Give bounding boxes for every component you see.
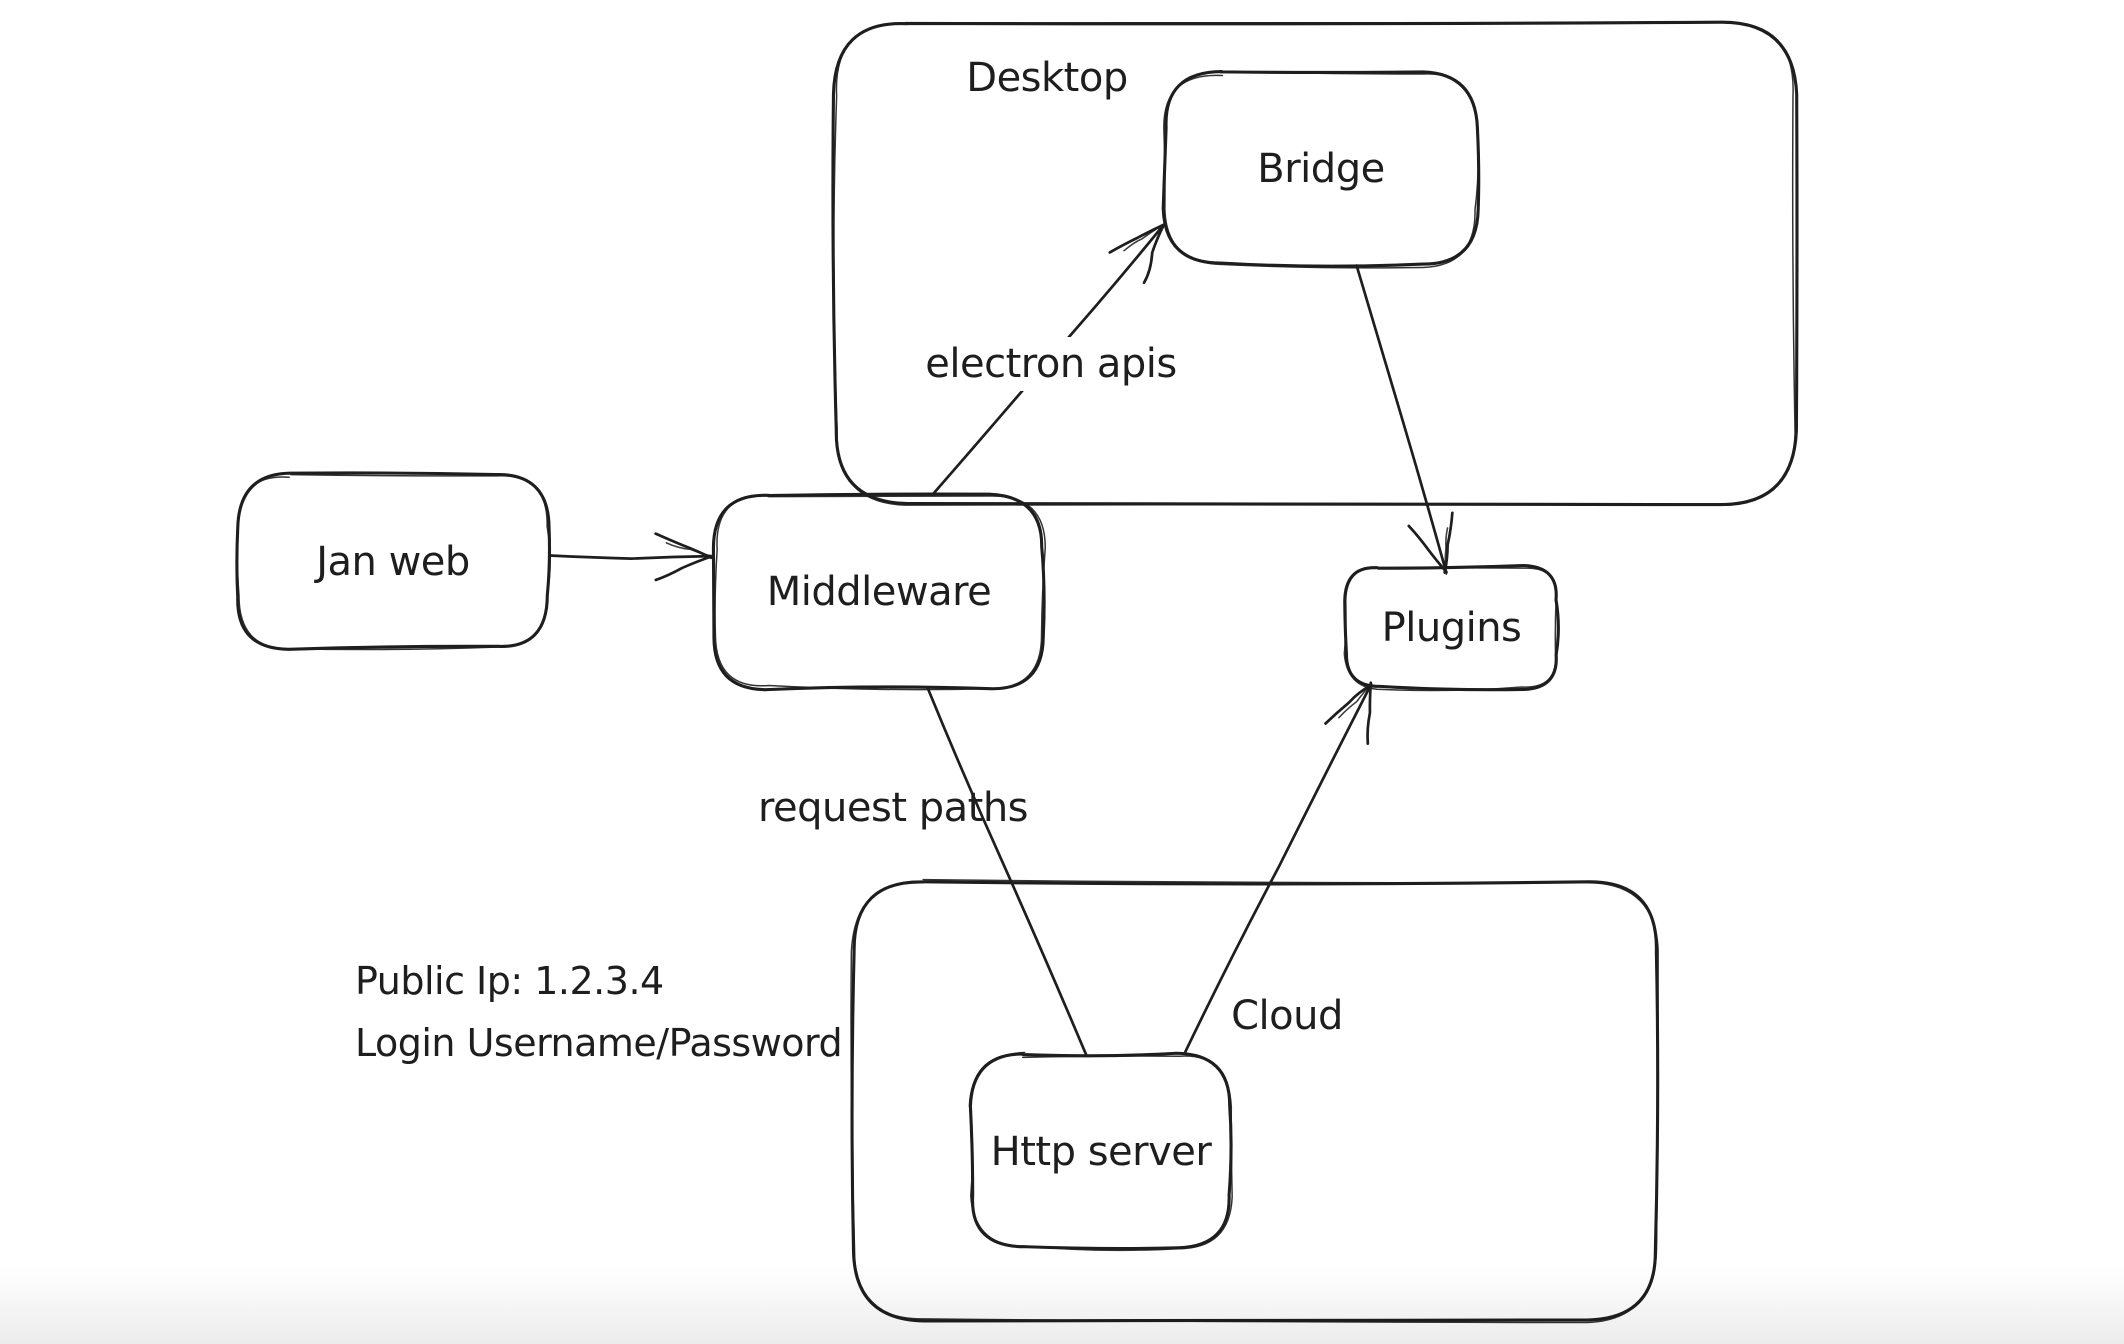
node-bridge[interactable]: Bridge — [1257, 146, 1385, 192]
edge-janweb-to-middleware-arrowhead — [654, 554, 714, 582]
edge-label-electron-apis: electron apis — [911, 337, 1191, 391]
container-cloud-label: Cloud — [1231, 993, 1343, 1039]
edge-httpserver-to-plugins[interactable] — [1184, 682, 1373, 1053]
shape-plugins-overdraw — [1343, 566, 1558, 692]
edge-middleware-to-httpserver[interactable] — [926, 686, 1088, 1057]
shape-jan-web-overdraw — [236, 473, 551, 651]
node-plugins[interactable]: Plugins — [1381, 604, 1522, 651]
edge-label-request-paths: request paths — [757, 785, 1029, 831]
shape-middleware-overdraw — [714, 494, 1047, 691]
annotation-public-ip: Public Ip: 1.2.3.4 — [355, 959, 664, 1003]
edge-middleware-to-bridge-arrowhead — [1142, 223, 1166, 285]
edge-middleware-to-bridge-arrowhead — [1123, 223, 1164, 252]
edge-httpserver-to-plugins-arrowhead — [1324, 683, 1373, 725]
edge-janweb-to-middleware-arrowhead — [665, 542, 712, 557]
edge-bridge-to-plugins-arrowhead — [1407, 524, 1448, 574]
shape-cloud-overdraw — [850, 878, 1659, 1324]
shape-http-server-overdraw — [968, 1051, 1233, 1252]
node-jan-web[interactable]: Jan web — [316, 538, 470, 585]
edge-httpserver-to-plugins-arrowhead — [1338, 683, 1373, 719]
edge-bridge-to-plugins[interactable] — [1355, 264, 1448, 575]
annotation-credentials: Public Ip: 1.2.3.4 Login Username/Passwo… — [355, 950, 843, 1074]
edge-bridge-to-plugins-arrowhead — [1444, 527, 1449, 575]
edge-httpserver-to-plugins-arrowhead — [1366, 681, 1373, 745]
shape-desktop-overdraw — [833, 21, 1796, 506]
shape-bridge-overdraw — [1163, 70, 1480, 269]
node-http-server[interactable]: Http server — [990, 1128, 1212, 1175]
annotation-login: Login Username/Password — [355, 1021, 843, 1065]
container-desktop-label: Desktop — [966, 55, 1128, 101]
node-middleware[interactable]: Middleware — [766, 568, 992, 615]
edge-janweb-to-middleware[interactable] — [548, 554, 713, 561]
